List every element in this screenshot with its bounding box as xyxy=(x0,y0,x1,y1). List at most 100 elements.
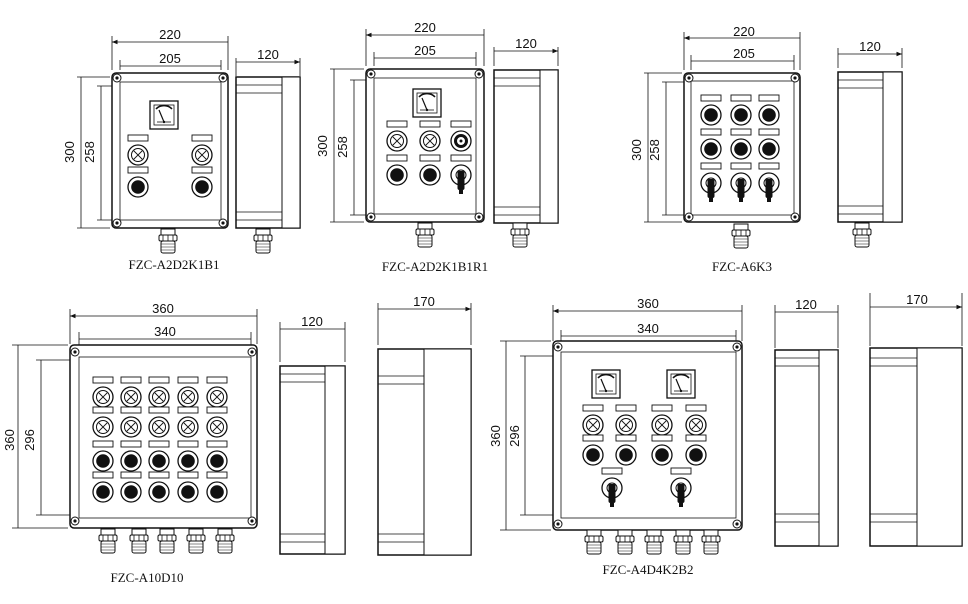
push-button-icon xyxy=(386,154,408,186)
model-caption: FZC-A6K3 xyxy=(712,259,772,274)
push-button-icon xyxy=(148,440,170,472)
cable-gland-icon xyxy=(158,228,178,254)
enclosure-side-deep xyxy=(377,348,472,556)
push-button-icon xyxy=(120,471,142,503)
indicator-lamp-icon xyxy=(191,134,213,166)
indicator-lamp-icon xyxy=(685,404,707,436)
height-label: 360 xyxy=(2,429,17,451)
push-button-icon xyxy=(685,434,707,466)
enclosure-front xyxy=(552,340,743,531)
alt-depth-label: 170 xyxy=(906,292,928,307)
unit-a10d10: 360 340 120 170 360 296 xyxy=(2,294,471,585)
enclosure-side xyxy=(235,76,301,229)
indicator-lamp-icon xyxy=(206,406,228,438)
emergency-button-icon xyxy=(450,120,472,152)
push-button-icon xyxy=(419,154,441,186)
indicator-lamp-icon xyxy=(92,376,114,408)
depth-label: 120 xyxy=(301,314,323,329)
cable-gland-icon xyxy=(615,529,635,555)
indicator-lamp-icon xyxy=(148,376,170,408)
cable-gland-icon xyxy=(584,529,604,555)
cable-gland-icon xyxy=(673,529,693,555)
push-button-icon xyxy=(127,166,149,198)
push-button-icon xyxy=(177,471,199,503)
inner-height-label: 258 xyxy=(82,141,97,163)
depth-label: 120 xyxy=(859,39,881,54)
indicator-lamp-icon xyxy=(127,134,149,166)
indicator-lamp-icon xyxy=(615,404,637,436)
indicator-lamp-icon xyxy=(177,406,199,438)
indicator-lamp-icon xyxy=(148,406,170,438)
enclosure-side xyxy=(837,71,903,223)
alt-depth-label: 170 xyxy=(413,294,435,309)
indicator-lamp-icon xyxy=(120,406,142,438)
cable-gland-icon xyxy=(644,529,664,555)
inner-width-label: 205 xyxy=(733,46,755,61)
model-caption: FZC-A10D10 xyxy=(111,570,184,585)
depth-label: 120 xyxy=(515,36,537,51)
inner-height-label: 296 xyxy=(507,425,522,447)
push-button-icon xyxy=(191,166,213,198)
meter-icon xyxy=(666,369,696,399)
cable-gland-icon xyxy=(129,528,149,554)
cable-gland-icon xyxy=(98,528,118,554)
indicator-lamp-icon xyxy=(419,120,441,152)
cable-gland-icon xyxy=(510,222,530,248)
dimension-lines xyxy=(644,32,902,223)
inner-height-label: 296 xyxy=(22,429,37,451)
indicator-lamp-icon xyxy=(206,376,228,408)
push-button-icon xyxy=(206,471,228,503)
push-button-icon xyxy=(148,471,170,503)
enclosure-side xyxy=(774,349,839,547)
inner-width-label: 340 xyxy=(154,324,176,339)
push-button-icon xyxy=(758,94,780,126)
inner-width-label: 340 xyxy=(637,321,659,336)
indicator-lamp-icon xyxy=(582,404,604,436)
model-caption: FZC-A2D2K1B1 xyxy=(128,257,219,272)
indicator-lamp-icon xyxy=(651,404,673,436)
height-label: 300 xyxy=(315,135,330,157)
cable-gland-icon xyxy=(852,222,872,248)
dimension-lines xyxy=(330,29,558,223)
cable-gland-icon xyxy=(731,223,751,249)
push-button-icon xyxy=(730,128,752,160)
inner-width-label: 205 xyxy=(414,43,436,58)
indicator-lamp-icon xyxy=(386,120,408,152)
push-button-icon xyxy=(582,434,604,466)
push-button-icon xyxy=(700,128,722,160)
cable-gland-icon xyxy=(701,529,721,555)
push-button-icon xyxy=(758,128,780,160)
meter-icon xyxy=(591,369,621,399)
enclosure-side xyxy=(493,69,559,224)
push-button-icon xyxy=(730,94,752,126)
push-button-icon xyxy=(92,440,114,472)
dimension-lines xyxy=(77,36,300,229)
model-caption: FZC-A2D2K1B1R1 xyxy=(382,259,488,274)
cable-gland-icon xyxy=(415,222,435,248)
height-label: 360 xyxy=(488,425,503,447)
meter-icon xyxy=(149,100,179,130)
model-caption: FZC-A4D4K2B2 xyxy=(602,562,693,577)
depth-label: 120 xyxy=(257,47,279,62)
dimension-lines xyxy=(12,303,471,529)
depth-label: 120 xyxy=(795,297,817,312)
push-button-icon xyxy=(92,471,114,503)
cable-gland-icon xyxy=(186,528,206,554)
dimension-lines xyxy=(500,293,962,531)
enclosure-side-deep xyxy=(869,347,963,547)
cable-gland-icon xyxy=(157,528,177,554)
indicator-lamp-icon xyxy=(92,406,114,438)
width-label: 220 xyxy=(414,20,436,35)
meter-icon xyxy=(412,88,442,118)
push-button-icon xyxy=(615,434,637,466)
push-button-icon xyxy=(700,94,722,126)
height-label: 300 xyxy=(629,139,644,161)
indicator-lamp-icon xyxy=(177,376,199,408)
enclosure-side xyxy=(279,365,346,555)
push-button-icon xyxy=(177,440,199,472)
width-label: 360 xyxy=(637,296,659,311)
inner-height-label: 258 xyxy=(647,139,662,161)
width-label: 220 xyxy=(733,24,755,39)
inner-width-label: 205 xyxy=(159,51,181,66)
